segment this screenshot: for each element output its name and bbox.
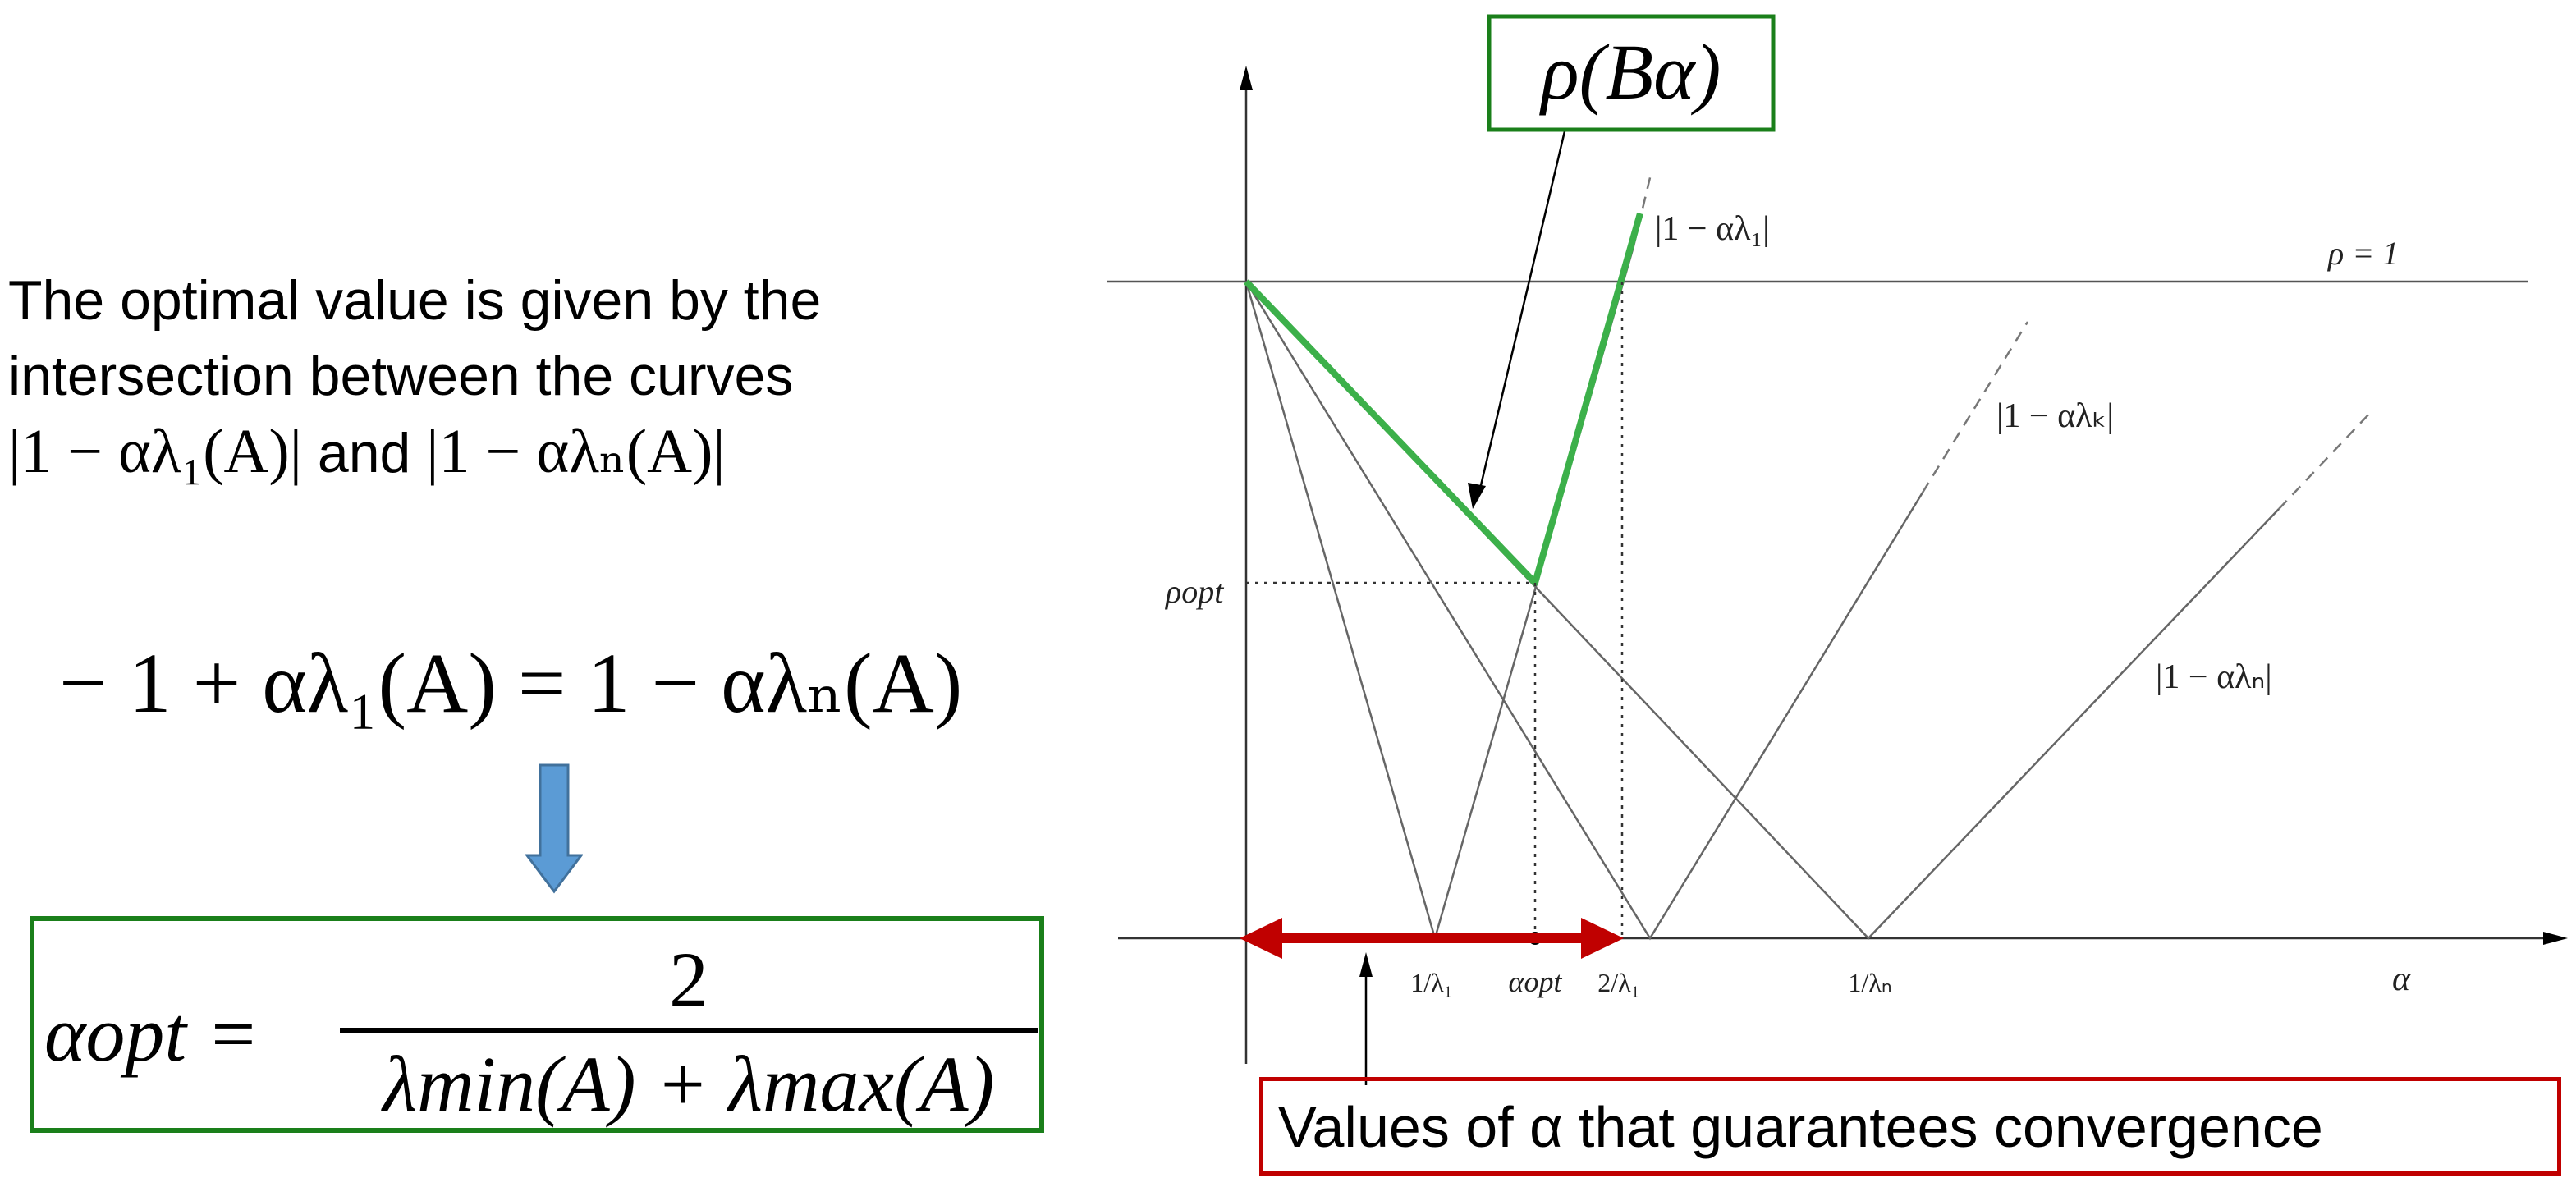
and-word: and: [317, 422, 411, 484]
tick-inv-lambdan: 1/λₙ: [1848, 968, 1891, 997]
explanation-line-3: |1 − αλ₁(A)| and |1 − αλₙ(A)|: [8, 414, 977, 491]
fraction-numerator: 2: [669, 936, 708, 1024]
curve-lambdak: [1244, 281, 1924, 941]
convergence-range-right-head: [1581, 918, 1624, 959]
title-box: [1487, 14, 1776, 132]
curve-lambda1-dashed: [1632, 170, 1653, 247]
intersection-equation: − 1 + αλ₁(A) = 1 − αλₙ(A): [59, 636, 963, 731]
tick-two-over-lambda1: 2/λ₁: [1597, 968, 1640, 997]
explanation-text: The optimal value is given by the inters…: [8, 263, 977, 491]
title-pointer-arrow: [1476, 131, 1566, 500]
alpha-opt-fraction: 2 λmin(A) + λmax(A): [340, 939, 1038, 1130]
curve-lambdan-label: |1 − αλₙ|: [2156, 658, 2272, 696]
curve-lambdak-dashed: [1921, 321, 2029, 493]
convergence-note-text: Values of α that guarantees convergence: [1278, 1095, 2323, 1159]
convergence-note-box: Values of α that guarantees convergence: [1259, 1077, 2561, 1176]
explanation-line-2: intersection between the curves: [8, 345, 794, 407]
convergence-range-left-head: [1240, 918, 1282, 959]
curve-lambdan-dashed: [2278, 410, 2373, 510]
down-arrow-icon: [525, 763, 583, 894]
explanation-line-1: The optimal value is given by the: [8, 269, 822, 332]
curve-lambda1: [1244, 245, 1635, 942]
spectral-radius-envelope: [1244, 212, 1643, 586]
curve-lambdan: [1245, 281, 2280, 940]
fraction-denominator: λmin(A) + λmax(A): [383, 1040, 995, 1128]
alpha-opt-formula-box: αopt = 2 λmin(A) + λmax(A): [30, 916, 1044, 1133]
tick-alpha-opt: αopt: [1509, 965, 1563, 998]
tick-inv-lambda1: 1/λ₁: [1410, 968, 1453, 997]
rho-one-label: ρ = 1: [2326, 235, 2399, 272]
y-axis-arrowhead: [1240, 66, 1253, 90]
alpha-opt-lhs: αopt =: [44, 990, 259, 1078]
fraction-bar: [340, 1028, 1038, 1033]
curve-lambdan-formula: |1 − αλₙ(A)|: [426, 417, 726, 486]
title-label: ρ(Bα): [1538, 28, 1721, 116]
convergence-pointer-arrowhead: [1359, 952, 1373, 977]
curve-lambda1-label: |1 − αλ₁|: [1655, 210, 1770, 248]
x-axis-arrowhead: [2543, 932, 2568, 945]
title-pointer-arrowhead: [1468, 483, 1486, 509]
curve-lambda1-formula: |1 − αλ₁(A)|: [8, 417, 302, 486]
curve-lambdak-label: |1 − αλₖ|: [1996, 397, 2114, 435]
x-axis-label: α: [2392, 960, 2411, 998]
rho-opt-label: ρopt: [1164, 573, 1224, 610]
